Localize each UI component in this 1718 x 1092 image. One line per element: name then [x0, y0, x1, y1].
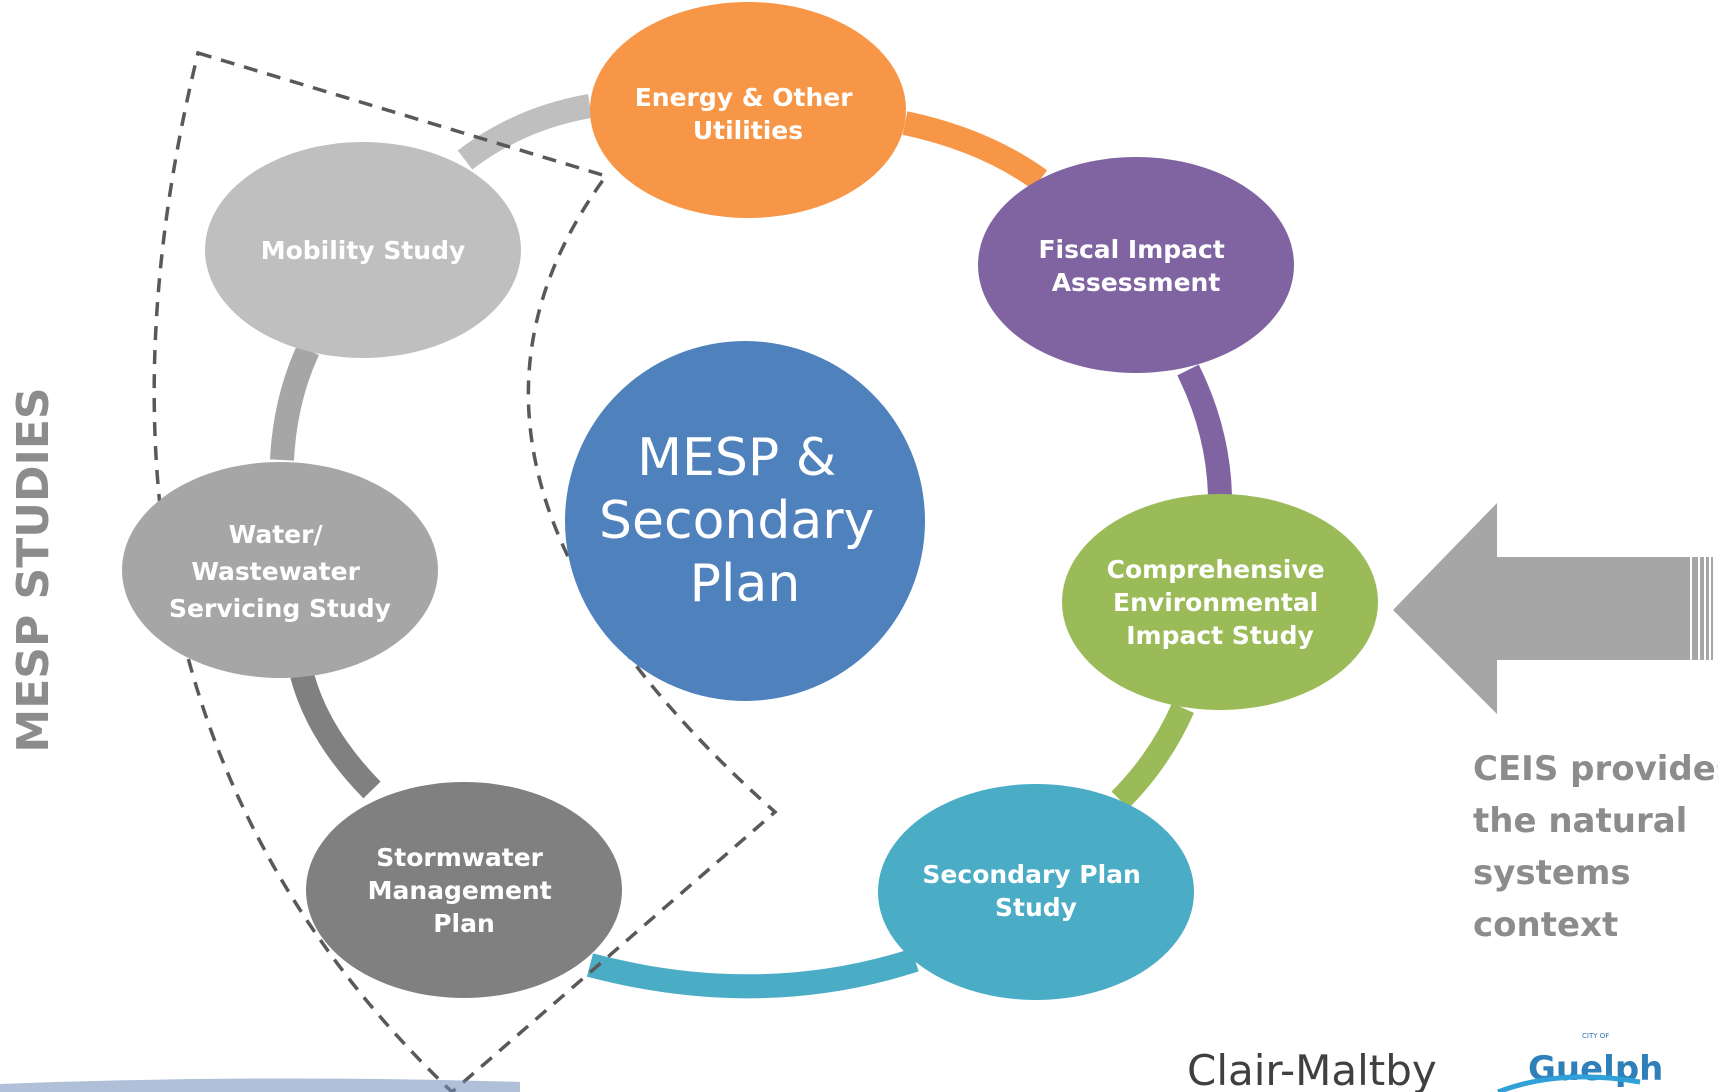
- node-energy: Energy & Other Utilities: [590, 2, 906, 218]
- center-hub: MESP & Secondary Plan: [565, 341, 925, 701]
- node-ceis-line-3: Impact Study: [1126, 621, 1314, 650]
- svg-text:Fiscal Impact Assessment: Fiscal Impact Assessment: [1038, 235, 1233, 297]
- svg-text:Stormwater Management: Stormwater Management Plan: [368, 843, 561, 938]
- node-water-line-3: Servicing Study: [169, 594, 391, 623]
- svg-text:Secondary Plan Study: Secondary Plan Study: [922, 860, 1149, 922]
- node-ceis-line-2: Environmental: [1113, 588, 1318, 617]
- svg-text:Water/ Wastewater: Water/ Wastewater Servicing Study: [169, 520, 391, 623]
- ceis-note-line-1: CEIS provides: [1473, 749, 1718, 789]
- svg-text:Mobility Study: Mobility Study: [261, 236, 466, 265]
- clair-maltby-logo: Clair-Maltby: [1187, 1046, 1437, 1092]
- ceis-note-line-2: the natural: [1473, 801, 1687, 841]
- center-line-2: Secondary: [599, 491, 874, 551]
- connector-mobility-energy: [457, 94, 593, 170]
- connector-water-mobility: [270, 344, 319, 461]
- mesp-studies-label: MESP STUDIES: [8, 387, 59, 752]
- node-fiscal: Fiscal Impact Assessment: [978, 157, 1294, 373]
- ceis-note: CEIS provides the natural systems contex…: [1473, 749, 1718, 945]
- node-mobility-line-1: Mobility Study: [261, 236, 466, 265]
- svg-text:MESP & Secondary P: MESP & Secondary Plan: [599, 428, 891, 614]
- node-ceis: Comprehensive Environmental Impact Study: [1062, 494, 1378, 710]
- guelph-logo: Guelph: [1528, 1049, 1663, 1089]
- left-arrow-icon: [1393, 503, 1713, 714]
- node-water: Water/ Wastewater Servicing Study: [122, 462, 438, 678]
- node-stormwater-line-3: Plan: [433, 909, 495, 938]
- guelph-logo-wave-icon: [1497, 1074, 1641, 1092]
- node-secondary-line-2: Study: [995, 893, 1077, 922]
- node-water-line-1: Water/: [229, 520, 324, 549]
- node-energy-line-1: Energy & Other: [635, 83, 854, 112]
- connector-ceis-secondary: [1111, 703, 1194, 809]
- center-line-1: MESP &: [637, 428, 836, 488]
- connector-stormwater-water: [290, 671, 381, 799]
- node-energy-line-2: Utilities: [693, 116, 803, 145]
- node-stormwater-line-1: Stormwater: [376, 843, 543, 872]
- node-mobility: Mobility Study: [205, 142, 521, 358]
- connector-secondary-stormwater: [586, 948, 919, 999]
- node-water-line-2: Wastewater: [191, 557, 360, 586]
- mesp-studies-boundary: [152, 50, 778, 1092]
- node-stormwater: Stormwater Management Plan: [306, 782, 622, 998]
- node-fiscal-line-2: Assessment: [1052, 268, 1221, 297]
- node-ceis-line-1: Comprehensive: [1107, 555, 1325, 584]
- node-fiscal-line-1: Fiscal Impact: [1038, 235, 1224, 264]
- center-line-3: Plan: [690, 554, 801, 614]
- footer-swoosh: [0, 1078, 520, 1092]
- connector-fiscal-ceis: [1177, 364, 1232, 496]
- node-secondary-line-1: Secondary Plan: [922, 860, 1140, 889]
- footer-branding: Clair-Maltby CITY OF Guelph: [0, 1032, 1663, 1092]
- node-secondary-plan: Secondary Plan Study: [878, 784, 1194, 1000]
- ceis-note-line-3: systems: [1473, 853, 1631, 893]
- connector-energy-fiscal: [902, 111, 1048, 190]
- guelph-logo-small-text: CITY OF: [1582, 1032, 1609, 1040]
- ceis-note-line-4: context: [1473, 905, 1618, 945]
- svg-text:Comprehensive Environmen: Comprehensive Environmental Impact Study: [1107, 555, 1334, 650]
- svg-text:Energy & Other Utilities: Energy & Other Utilities: [635, 83, 862, 145]
- node-stormwater-line-2: Management: [368, 876, 552, 905]
- connectors: [270, 94, 1232, 999]
